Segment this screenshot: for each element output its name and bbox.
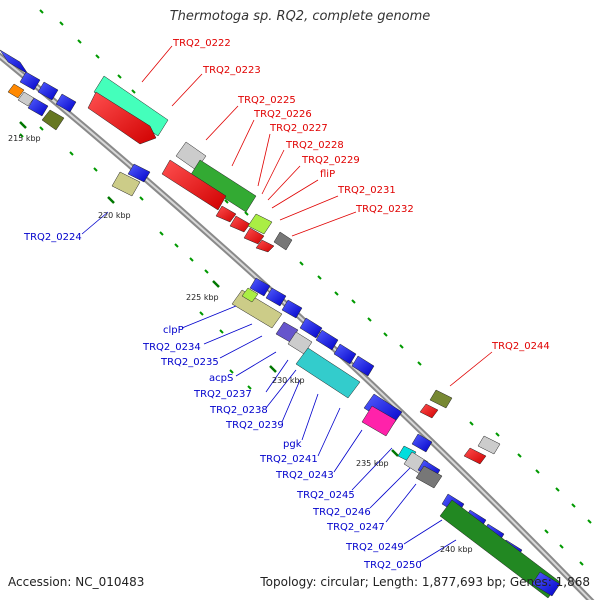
gene-label-forward: TRQ2_0222 (172, 38, 231, 49)
gene-label-reverse: TRQ2_0250 (363, 560, 422, 571)
cds-reverse (351, 355, 375, 377)
gene-dark-grey (415, 465, 443, 489)
gene-label-reverse: TRQ2_0234 (142, 342, 201, 353)
cds-forward (161, 159, 227, 211)
kbp-tick-label: 235 kbp (356, 459, 389, 468)
gene-orange (7, 83, 25, 99)
gene-label-reverse: TRQ2_0245 (296, 490, 355, 501)
gene-grey (477, 435, 501, 455)
major-ticks (19, 121, 479, 543)
gene-label-reverse: TRQ2_0235 (160, 357, 219, 368)
gene-label-reverse: TRQ2_0237 (193, 389, 252, 400)
gene-aquamarine (93, 75, 169, 137)
gene-label-forward: TRQ2_0228 (285, 140, 344, 151)
gene-lime (241, 287, 259, 303)
gene-dark-grey (273, 231, 293, 251)
gene-label-forward: fliP (320, 169, 335, 180)
gene-label-forward: TRQ2_0225 (237, 95, 296, 106)
cds-reverse (299, 317, 323, 339)
cds-forward (87, 91, 157, 145)
gene-khaki (231, 289, 283, 329)
gene-label-reverse: acpS (209, 373, 233, 384)
gene-label-reverse: TRQ2_0241 (259, 454, 318, 465)
gene-label-reverse: TRQ2_0224 (23, 232, 82, 243)
map-title: Thermotoga sp. RQ2, complete genome (169, 9, 431, 24)
gene-label-forward: TRQ2_0229 (301, 155, 360, 166)
cds-forward (419, 403, 439, 419)
cds-forward (255, 239, 275, 253)
cds-reverse (37, 81, 59, 101)
gene-cyan (295, 347, 361, 399)
cds-reverse (281, 299, 303, 319)
cds-reverse (27, 97, 49, 117)
cds-reverse (55, 93, 77, 113)
cds-reverse (249, 277, 271, 297)
gene-label-reverse: TRQ2_0247 (326, 522, 385, 533)
cds-reverse (531, 571, 561, 597)
gene-label-reverse: clpP (163, 325, 184, 336)
kbp-labels: 215 kbp 220 kbp 225 kbp 230 kbp 235 kbp 240 k… (8, 134, 473, 554)
reverse-strand-features (0, 49, 561, 599)
gene-label-reverse: TRQ2_0238 (209, 405, 268, 416)
gene-label-forward: TRQ2_0227 (269, 123, 328, 134)
cds-forward (229, 215, 251, 233)
feature-labels: TRQ2_0222TRQ2_0223TRQ2_0225TRQ2_0226TRQ2… (23, 38, 550, 571)
cds-reverse (333, 343, 357, 365)
gene-lime (247, 213, 273, 235)
cds-reverse (315, 329, 339, 351)
gene-green (189, 159, 257, 213)
gene-label-forward: TRQ2_0226 (253, 109, 312, 120)
gene-label-reverse: pgk (283, 439, 302, 450)
topology-text: Topology: circular; Length: 1,877,693 bp… (260, 575, 590, 589)
gene-khaki (111, 171, 141, 197)
cds-reverse (411, 433, 433, 453)
kbp-tick-label: 225 kbp (186, 293, 219, 302)
gene-label-forward: TRQ2_0232 (355, 204, 414, 215)
cds-forward (463, 447, 487, 465)
gene-olive (429, 389, 453, 409)
gene-label-reverse: TRQ2_0249 (345, 542, 404, 553)
reverse-leaders (81, 211, 457, 563)
gene-label-reverse: TRQ2_0239 (225, 420, 284, 431)
cds-reverse (265, 287, 287, 307)
gene-magenta (361, 405, 397, 437)
gene-label-reverse: TRQ2_0243 (275, 470, 334, 481)
gene-label-forward: TRQ2_0223 (202, 65, 261, 76)
kbp-tick-label: 215 kbp (8, 134, 41, 143)
accession-text: Accession: NC_010483 (8, 575, 145, 589)
gene-label-forward: TRQ2_0231 (337, 185, 396, 196)
cds-forward (215, 205, 237, 223)
cds-reverse (127, 163, 151, 183)
gene-label-forward: TRQ2_0244 (491, 341, 550, 352)
gene-green (439, 499, 561, 599)
cds-forward (243, 227, 265, 245)
kbp-tick-label: 230 kbp (272, 376, 305, 385)
forward-strand-features (87, 75, 501, 465)
cds-reverse (19, 71, 41, 91)
gene-label-reverse: TRQ2_0246 (312, 507, 371, 518)
kbp-tick-label: 240 kbp (440, 545, 473, 554)
kbp-tick-label: 220 kbp (98, 211, 131, 220)
gene-olive (41, 109, 65, 131)
gene-grey (17, 91, 35, 107)
forward-leaders (141, 45, 493, 387)
